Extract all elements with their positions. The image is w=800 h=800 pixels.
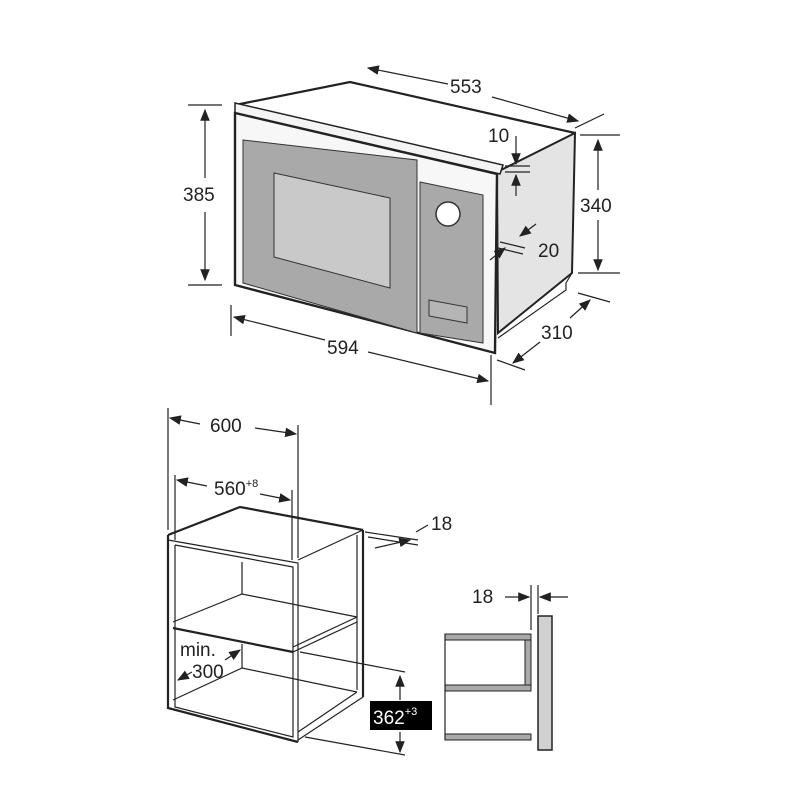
- control-knob-icon: [435, 201, 461, 227]
- microwave-window: [273, 172, 391, 289]
- min-label: min.: [180, 640, 216, 661]
- inner-width-label: 560+8: [214, 478, 258, 500]
- section-detail: 18: [444, 585, 568, 751]
- frame-label: 20: [538, 241, 559, 262]
- body-height-label: 340: [580, 196, 612, 217]
- cabinet-drawing: 600 560+8 18 min. 300 362+3: [166, 408, 452, 756]
- panel-thickness-label: 18: [431, 514, 452, 535]
- microwave-drawing: 385 594 553 340 10 20 310: [183, 65, 620, 405]
- outer-width-label: 600: [210, 416, 242, 437]
- side-depth-label: 310: [541, 323, 573, 344]
- detail-thickness-label: 18: [472, 587, 493, 608]
- microwave-display: [428, 299, 468, 324]
- wall-panel: [537, 615, 553, 751]
- width-label: 594: [327, 338, 359, 359]
- depth-label: 553: [450, 77, 482, 98]
- microwave-top-trim: [234, 102, 504, 175]
- microwave-side-panel: [495, 131, 577, 336]
- niche-height-badge: [370, 701, 432, 730]
- min-depth-label: 300: [192, 662, 224, 683]
- niche-height-label: 362+3: [373, 706, 417, 729]
- trim-label: 10: [488, 126, 509, 147]
- height-label: 385: [183, 185, 215, 206]
